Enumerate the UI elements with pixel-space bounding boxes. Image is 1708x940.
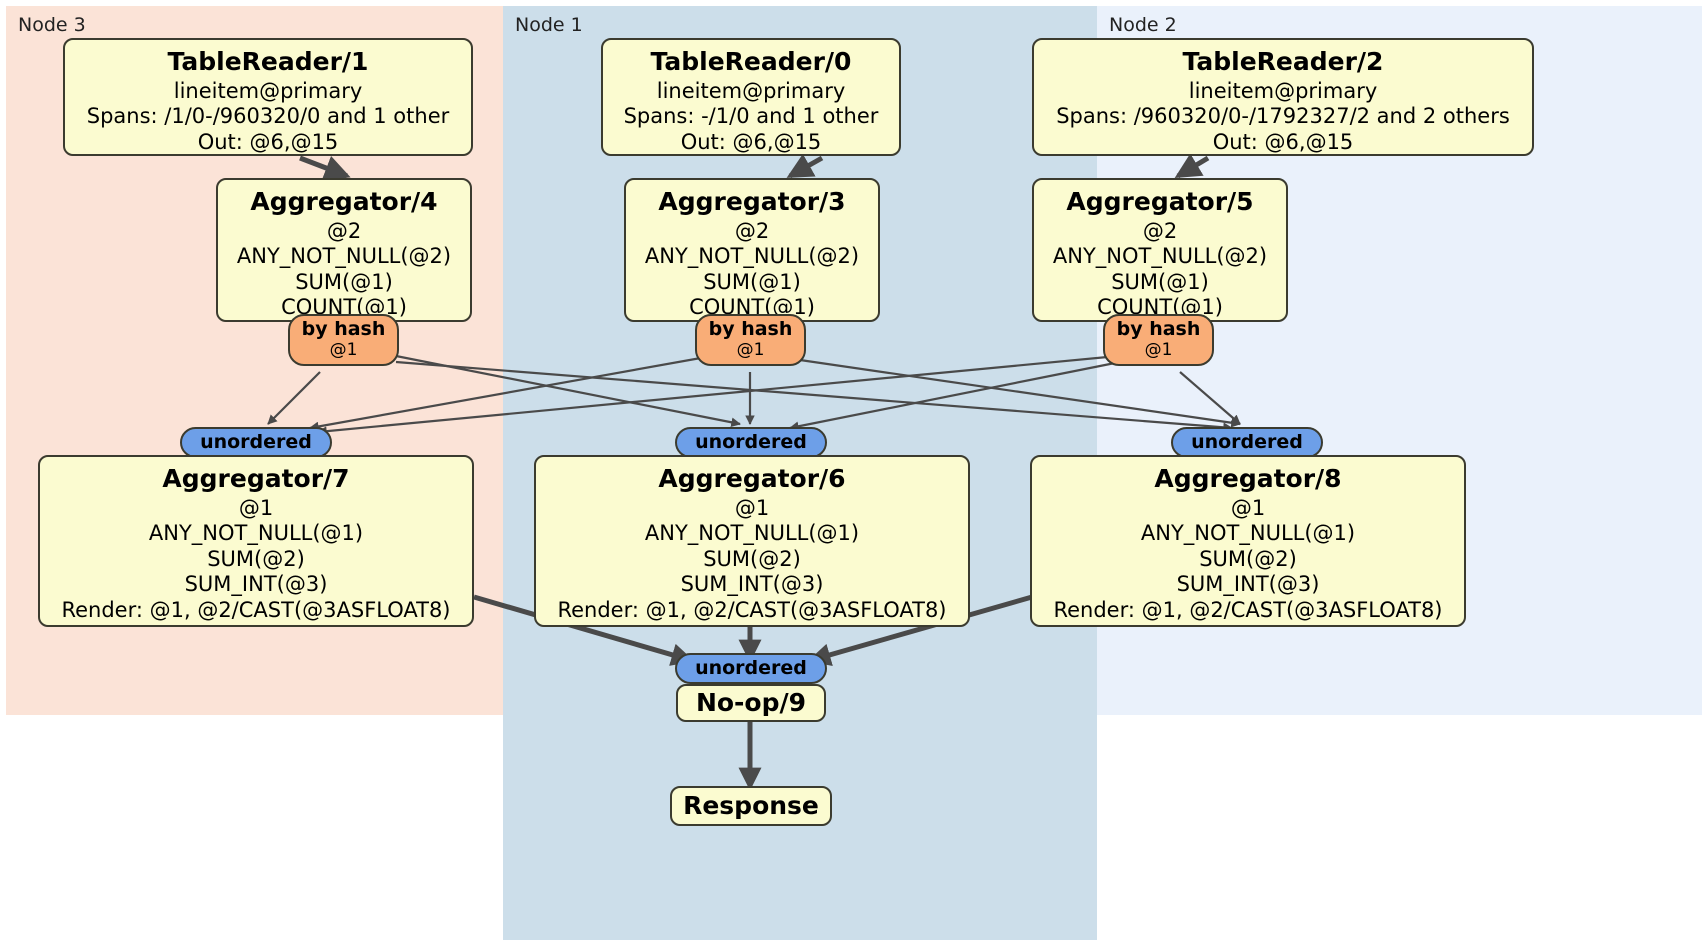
aggregator-box-4[interactable]: Aggregator/4 @2 ANY_NOT_NULL(@2) SUM(@1)… <box>216 178 472 322</box>
aggregator-agg-3: SUM_INT(@3) <box>1176 572 1320 597</box>
table-reader-out: Out: @6,@15 <box>197 129 339 154</box>
unordered-sync-label: unordered <box>200 430 312 453</box>
aggregator-render: Render: @1, @2/CAST(@3ASFLOAT8) <box>1053 597 1443 622</box>
hash-router-key: @1 <box>736 340 765 361</box>
table-reader-table: lineitem@primary <box>173 78 363 103</box>
table-reader-out: Out: @6,@15 <box>680 129 822 154</box>
aggregator-agg-3: SUM_INT(@3) <box>680 572 824 597</box>
aggregator-group: @1 <box>734 495 770 520</box>
hash-router-label: by hash <box>301 318 386 341</box>
table-reader-out: Out: @6,@15 <box>1212 129 1354 154</box>
aggregator-group: @2 <box>1142 218 1178 243</box>
aggregator-agg-1: ANY_NOT_NULL(@2) <box>236 244 452 269</box>
aggregator-box-8[interactable]: Aggregator/8 @1 ANY_NOT_NULL(@1) SUM(@2)… <box>1030 455 1466 627</box>
aggregator-agg-2: SUM(@1) <box>295 269 393 294</box>
aggregator-title: Aggregator/6 <box>658 464 846 493</box>
aggregator-agg-1: ANY_NOT_NULL(@1) <box>1140 521 1356 546</box>
unordered-sync-pill-node3[interactable]: unordered <box>180 427 332 458</box>
aggregator-agg-2: SUM(@1) <box>703 269 801 294</box>
aggregator-title: Aggregator/4 <box>250 187 438 216</box>
aggregator-render: Render: @1, @2/CAST(@3ASFLOAT8) <box>557 597 947 622</box>
aggregator-agg-1: ANY_NOT_NULL(@1) <box>644 521 860 546</box>
aggregator-agg-2: SUM(@2) <box>1199 546 1297 571</box>
hash-router-label: by hash <box>708 318 793 341</box>
unordered-sync-pill-node1[interactable]: unordered <box>675 427 827 458</box>
final-unordered-sync-pill[interactable]: unordered <box>675 653 827 684</box>
aggregator-box-6[interactable]: Aggregator/6 @1 ANY_NOT_NULL(@1) SUM(@2)… <box>534 455 970 627</box>
table-reader-title: TableReader/0 <box>650 47 852 76</box>
aggregator-group: @2 <box>734 218 770 243</box>
aggregator-title: Aggregator/7 <box>162 464 350 493</box>
noop-box[interactable]: No-op/9 <box>676 684 826 722</box>
node-panel-label-node1: Node 1 <box>515 14 583 36</box>
aggregator-agg-1: ANY_NOT_NULL(@2) <box>1052 244 1268 269</box>
aggregator-agg-1: ANY_NOT_NULL(@1) <box>148 521 364 546</box>
table-reader-title: TableReader/1 <box>167 47 369 76</box>
aggregator-agg-2: SUM(@2) <box>703 546 801 571</box>
hash-router-key: @1 <box>1144 340 1173 361</box>
table-reader-spans: Spans: /960320/0-/1792327/2 and 2 others <box>1056 104 1510 129</box>
aggregator-title: Aggregator/8 <box>1154 464 1342 493</box>
table-reader-table: lineitem@primary <box>656 78 846 103</box>
unordered-sync-label: unordered <box>1191 430 1303 453</box>
aggregator-group: @2 <box>326 218 362 243</box>
aggregator-title: Aggregator/5 <box>1066 187 1254 216</box>
hash-router-key: @1 <box>329 340 358 361</box>
hash-router-pill-node2[interactable]: by hash @1 <box>1103 314 1214 366</box>
aggregator-group: @1 <box>238 495 274 520</box>
table-reader-spans: Spans: /1/0-/960320/0 and 1 other <box>86 104 450 129</box>
response-title: Response <box>683 790 819 820</box>
node-panel-label-node2: Node 2 <box>1109 14 1177 36</box>
hash-router-pill-node1[interactable]: by hash @1 <box>695 314 806 366</box>
aggregator-title: Aggregator/3 <box>658 187 846 216</box>
unordered-sync-pill-node2[interactable]: unordered <box>1171 427 1323 458</box>
aggregator-agg-1: ANY_NOT_NULL(@2) <box>644 244 860 269</box>
aggregator-render: Render: @1, @2/CAST(@3ASFLOAT8) <box>61 597 451 622</box>
table-reader-box-0[interactable]: TableReader/0 lineitem@primary Spans: -/… <box>601 38 901 156</box>
table-reader-title: TableReader/2 <box>1182 47 1384 76</box>
aggregator-agg-2: SUM(@1) <box>1111 269 1209 294</box>
aggregator-box-3[interactable]: Aggregator/3 @2 ANY_NOT_NULL(@2) SUM(@1)… <box>624 178 880 322</box>
aggregator-agg-3: SUM_INT(@3) <box>184 572 328 597</box>
hash-router-label: by hash <box>1116 318 1201 341</box>
aggregator-group: @1 <box>1230 495 1266 520</box>
unordered-sync-label: unordered <box>695 430 807 453</box>
final-unordered-sync-label: unordered <box>695 656 807 679</box>
aggregator-box-7[interactable]: Aggregator/7 @1 ANY_NOT_NULL(@1) SUM(@2)… <box>38 455 474 627</box>
aggregator-agg-2: SUM(@2) <box>207 546 305 571</box>
response-box[interactable]: Response <box>670 786 832 826</box>
table-reader-box-2[interactable]: TableReader/2 lineitem@primary Spans: /9… <box>1032 38 1534 156</box>
table-reader-spans: Spans: -/1/0 and 1 other <box>623 104 879 129</box>
node-panel-label-node3: Node 3 <box>18 14 86 36</box>
hash-router-pill-node3[interactable]: by hash @1 <box>288 314 399 366</box>
table-reader-box-1[interactable]: TableReader/1 lineitem@primary Spans: /1… <box>63 38 473 156</box>
table-reader-table: lineitem@primary <box>1188 78 1378 103</box>
aggregator-box-5[interactable]: Aggregator/5 @2 ANY_NOT_NULL(@2) SUM(@1)… <box>1032 178 1288 322</box>
noop-title: No-op/9 <box>695 687 807 717</box>
